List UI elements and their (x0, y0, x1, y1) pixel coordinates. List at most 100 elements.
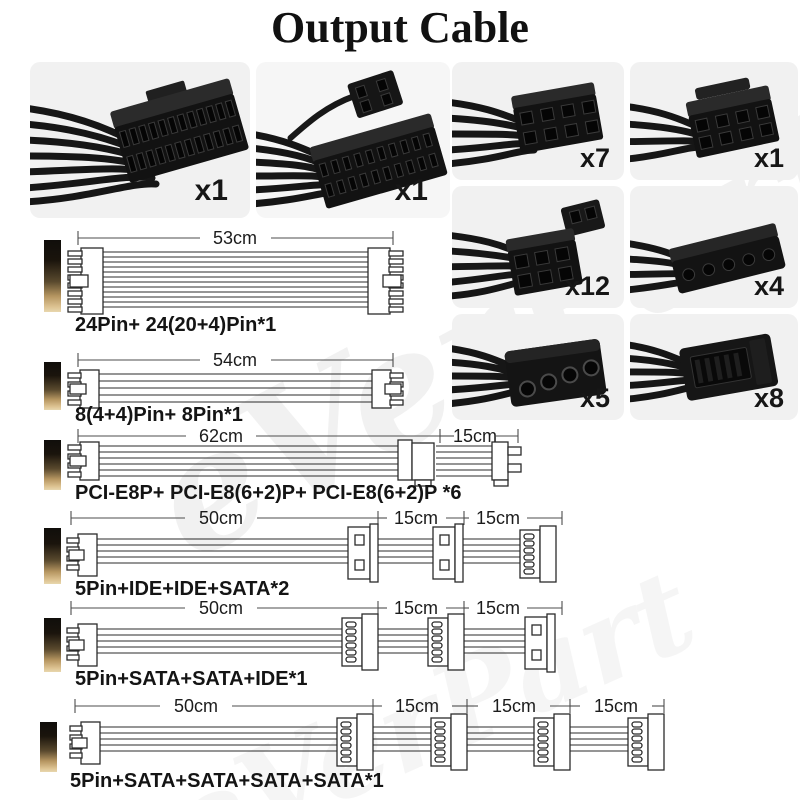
dimension-line: 50cm 15cm 15cm 15cm (74, 696, 665, 716)
connector-art-sata (336, 713, 374, 771)
cable-wires (378, 628, 428, 654)
cable-label: 5Pin+SATA+SATA+SATA+SATA*1 (70, 770, 384, 792)
dimension-label: 50cm (174, 696, 218, 716)
connector-20pin-body (309, 113, 448, 209)
quantity-badge: x1 (753, 143, 784, 173)
dimension-label: 15cm (394, 508, 438, 528)
cable-label: 24Pin+ 24(20+4)Pin*1 (75, 314, 277, 336)
connector-art-pcie-end (491, 441, 522, 487)
dimension-label: 15cm (395, 696, 439, 716)
cable-wires (103, 251, 368, 308)
cable-color-swatch (44, 618, 61, 672)
molex-4pin-photo: x5 (452, 314, 624, 420)
cable-color-swatch (44, 440, 61, 490)
connector-body (679, 333, 779, 401)
quantity-badge: x4 (753, 271, 784, 301)
connector-art-sata (627, 713, 665, 771)
atx-20plus4pin-photo: x1 (256, 62, 450, 218)
cable-strands (30, 105, 160, 206)
cable-wires (378, 538, 433, 564)
cable-wires (99, 373, 372, 403)
cable-label: PCI-E8P+ PCI-E8(6+2)P+ PCI-E8(6+2)P *6 (75, 482, 462, 504)
connector-art-sata (519, 525, 557, 583)
atx-24pin-photo: x1 (30, 62, 250, 218)
cable-diagram-5pin-sata-sata-ide: 50cm 15cm 15cm (66, 598, 563, 673)
cable-wires (99, 445, 398, 477)
cable-color-swatch (44, 528, 61, 584)
dimension-label: 15cm (492, 696, 536, 716)
connector-art-sata (341, 613, 379, 671)
cable-wires (436, 445, 492, 477)
cable-wires (97, 628, 342, 654)
cable-label: 8(4+4)Pin+ 8Pin*1 (75, 404, 243, 426)
cable-diagram-5pin-ide-ide-sata: 50cm 15cm 15cm (66, 508, 563, 583)
cable-color-swatch (44, 362, 61, 410)
dimension-label: 54cm (213, 350, 257, 370)
atx-24pin-art (30, 78, 249, 206)
cable-wires (464, 628, 525, 654)
connector-art-8pin (67, 369, 100, 409)
molex-4pin-art (452, 339, 607, 407)
cable-wires (467, 726, 534, 752)
cable-diagram-8pin: 54cm (67, 350, 404, 409)
cable-diagram-24pin: 53cm (67, 228, 404, 315)
connector-art-8pin (371, 369, 404, 409)
connector-art-5pin (69, 721, 101, 765)
page-title: Output Cable (271, 3, 529, 52)
cable-wires (373, 726, 431, 752)
dimension-label: 50cm (199, 508, 243, 528)
peripheral-5pin-art (630, 223, 786, 294)
pcie-8pin-photo: x1 (630, 62, 798, 180)
cable-label: 5Pin+SATA+SATA+IDE*1 (75, 668, 308, 690)
connector-body (504, 339, 607, 407)
quantity-badge: x7 (579, 143, 610, 173)
peripheral-5pin-photo: x4 (630, 186, 798, 308)
connector-body (668, 223, 786, 294)
quantity-badge: x12 (564, 271, 610, 301)
connector-art-sata (430, 713, 468, 771)
sata-photo: x8 (630, 314, 798, 420)
dimension-label: 15cm (594, 696, 638, 716)
quantity-badge: x5 (579, 383, 610, 413)
cable-diagram-5pin-4sata: 50cm 15cm 15cm 15cm (69, 696, 665, 771)
connector-art-ide (524, 613, 556, 673)
cable-wires (570, 726, 628, 752)
connector-art-5pin (66, 533, 98, 577)
cable-wires (463, 538, 520, 564)
connector-body (685, 77, 780, 158)
pcie-6plus2pin-photo: x12 (452, 186, 624, 308)
connector-body (511, 82, 604, 154)
dimension-label: 15cm (453, 426, 497, 446)
sata-art (630, 333, 779, 403)
cable-label: 5Pin+IDE+IDE+SATA*2 (75, 578, 290, 600)
cable-color-swatch (40, 722, 57, 772)
connector-art-24pin (367, 247, 404, 315)
dimension-label: 15cm (394, 598, 438, 618)
dimension-line: 62cm 15cm (77, 426, 519, 446)
connector-art-sata (533, 713, 571, 771)
dimension-label: 15cm (476, 508, 520, 528)
dimension-label: 53cm (213, 228, 257, 248)
cable-wires (97, 538, 348, 564)
dimension-label: 15cm (476, 598, 520, 618)
dimension-line: 54cm (77, 350, 394, 370)
connector-4pin-body (347, 70, 403, 118)
connector-2pin-body (560, 199, 605, 237)
cpu-8pin-art (452, 82, 604, 167)
quantity-badge: x1 (194, 174, 228, 207)
connector-6pin-body (505, 228, 583, 296)
cpu-8pin-photo: x7 (452, 62, 624, 180)
dimension-line: 50cm 15cm 15cm (70, 598, 563, 618)
pcie-8pin-art (630, 77, 780, 163)
quantity-badge: x8 (753, 383, 784, 413)
quantity-badge: x1 (394, 174, 428, 207)
dimension-line: 53cm (77, 228, 394, 248)
connector-art-ide (347, 523, 379, 583)
cable-wires (100, 726, 337, 752)
connector-art-ide (432, 523, 464, 583)
connector-art-8pin (67, 441, 100, 481)
connector-art-24pin (67, 247, 104, 315)
cable-diagram-pcie: 62cm 15cm (67, 426, 522, 487)
connector-art-sata (427, 613, 465, 671)
